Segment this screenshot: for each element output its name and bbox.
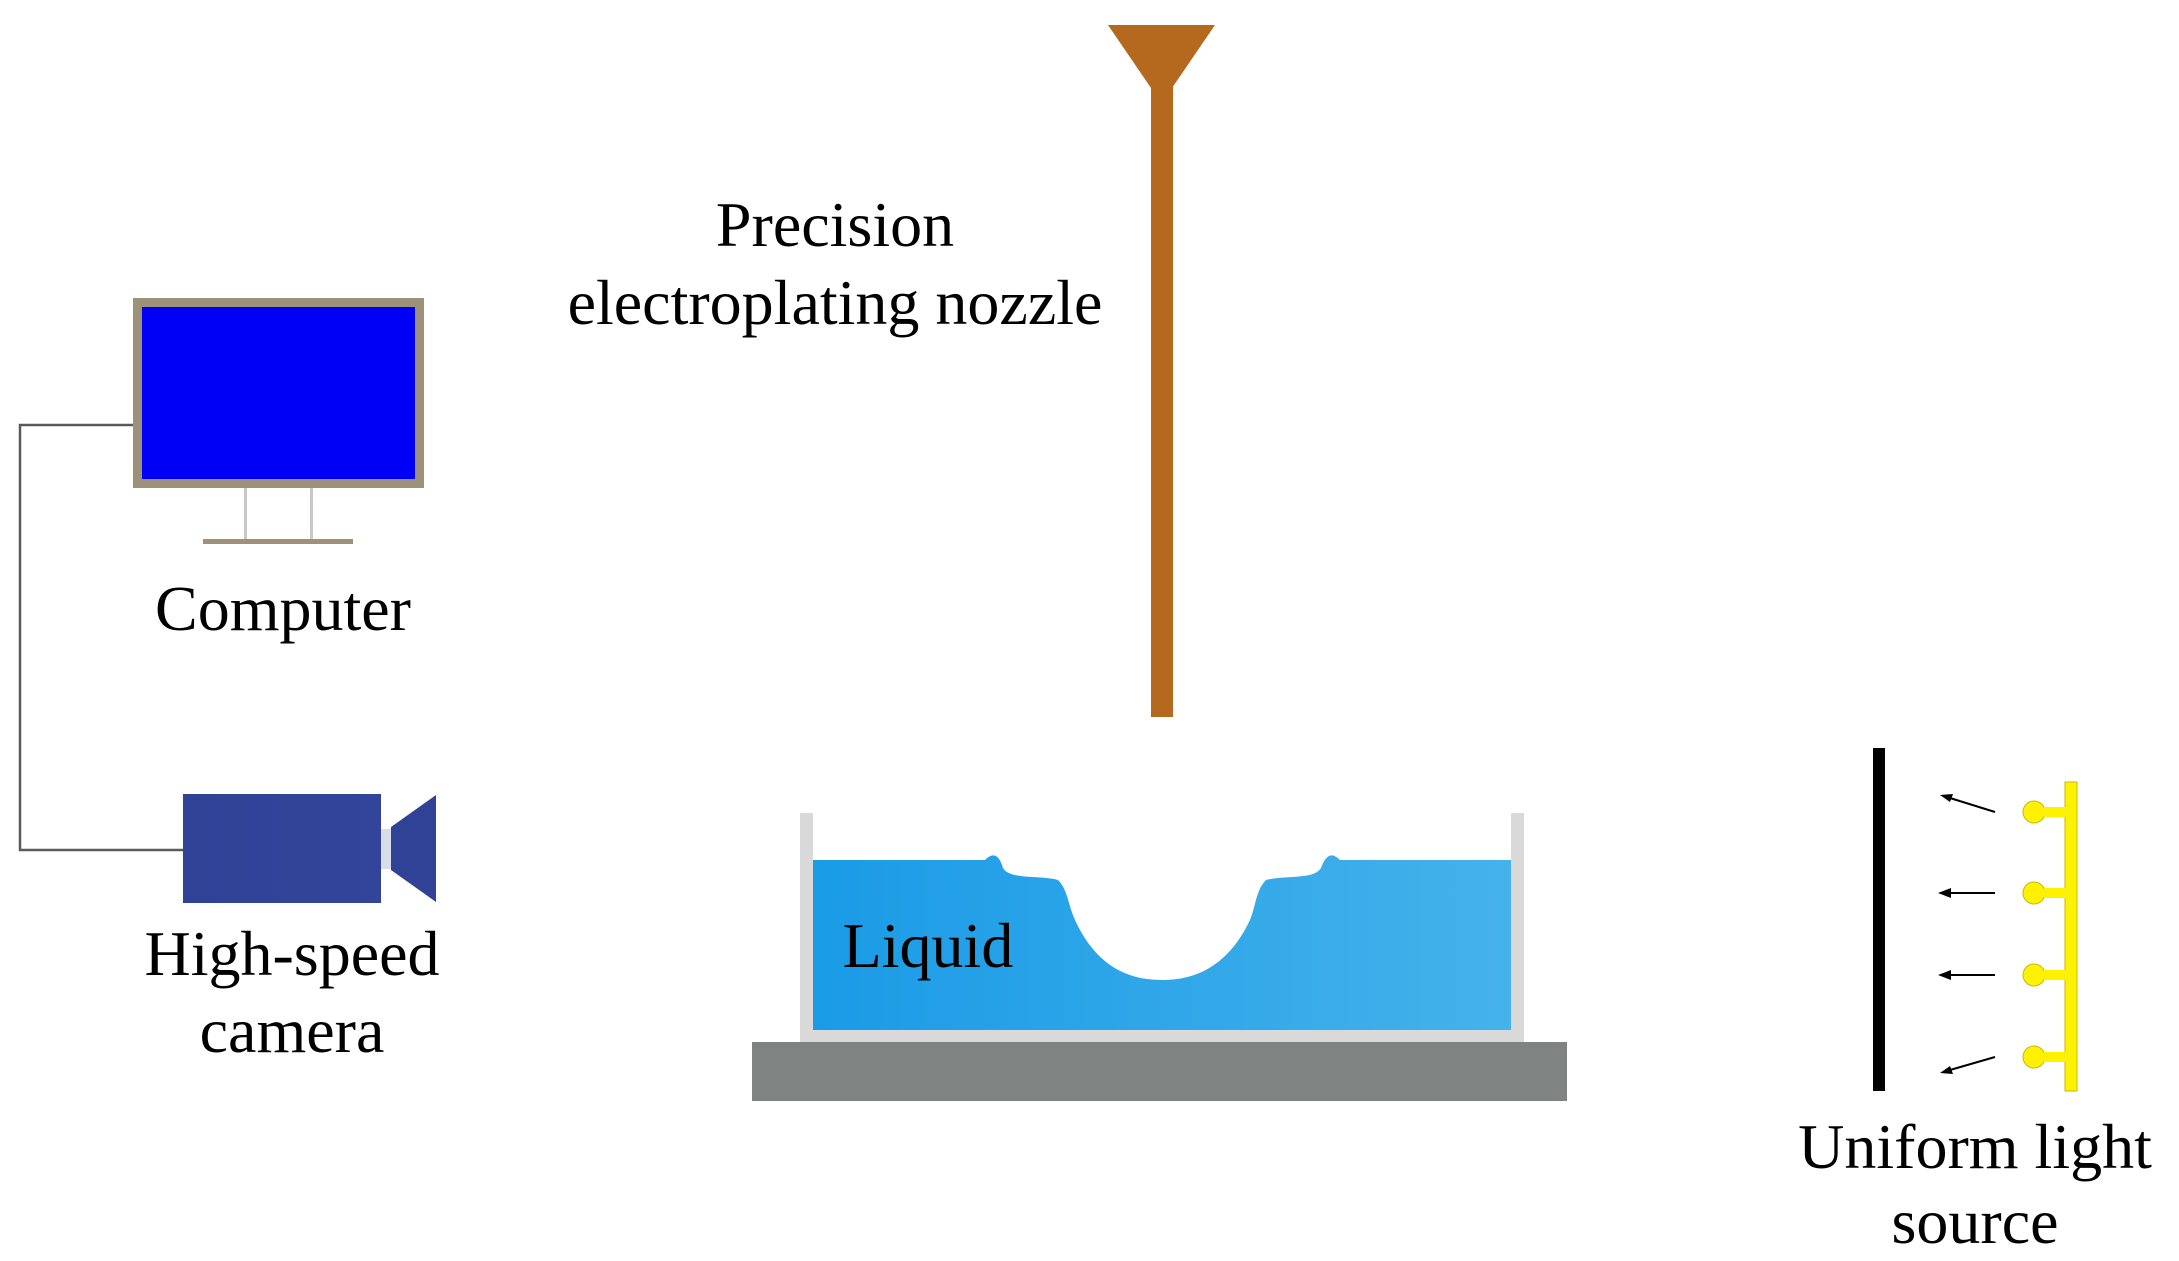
camera-lens	[391, 795, 436, 902]
camera-body	[183, 794, 381, 903]
light-source-label-line1: Uniform light	[1798, 1111, 2152, 1182]
light-ray-arrow	[1940, 794, 1996, 813]
monitor-stand-left	[244, 488, 247, 540]
lamp-bulb	[2022, 881, 2066, 905]
base-plate	[752, 1042, 1567, 1101]
monitor-screen	[142, 307, 415, 479]
nozzle-label-line2: electroplating nozzle	[568, 267, 1103, 338]
nozzle-label-line1: Precision	[716, 189, 954, 260]
light-ray-arrow	[1938, 970, 1995, 980]
lamp-bulb	[2022, 800, 2066, 824]
lamp-rail	[2064, 781, 2078, 1092]
container-wall-right	[1511, 813, 1524, 1040]
liquid-label: Liquid	[843, 910, 1014, 981]
lamp-bulb	[2022, 963, 2066, 987]
monitor-stand-right	[310, 488, 313, 540]
connection-cable	[18, 423, 183, 852]
monitor-icon	[133, 298, 424, 544]
nozzle-icon	[1108, 25, 1215, 717]
video-camera-icon	[183, 794, 436, 903]
container-bottom	[800, 1030, 1524, 1042]
computer-label: Computer	[155, 573, 411, 644]
camera-label-line1: High-speed	[144, 918, 439, 989]
container-wall-left	[800, 813, 813, 1040]
light-rays	[1938, 794, 1996, 1074]
diffuser-screen	[1873, 748, 1885, 1091]
lamp-icon	[2022, 781, 2078, 1092]
liquid-container	[752, 813, 1567, 1101]
nozzle-funnel	[1108, 25, 1215, 88]
nozzle-tube	[1151, 86, 1173, 717]
light-ray-arrow	[1940, 1056, 1996, 1074]
light-source-label-line2: source	[1891, 1186, 2058, 1257]
camera-label-line2: camera	[200, 995, 385, 1066]
monitor-base	[203, 539, 353, 544]
light-ray-arrow	[1938, 888, 1995, 898]
camera-lens-mount	[381, 829, 391, 869]
liquid-surface	[813, 855, 1511, 1030]
lamp-bulb	[2022, 1045, 2066, 1069]
